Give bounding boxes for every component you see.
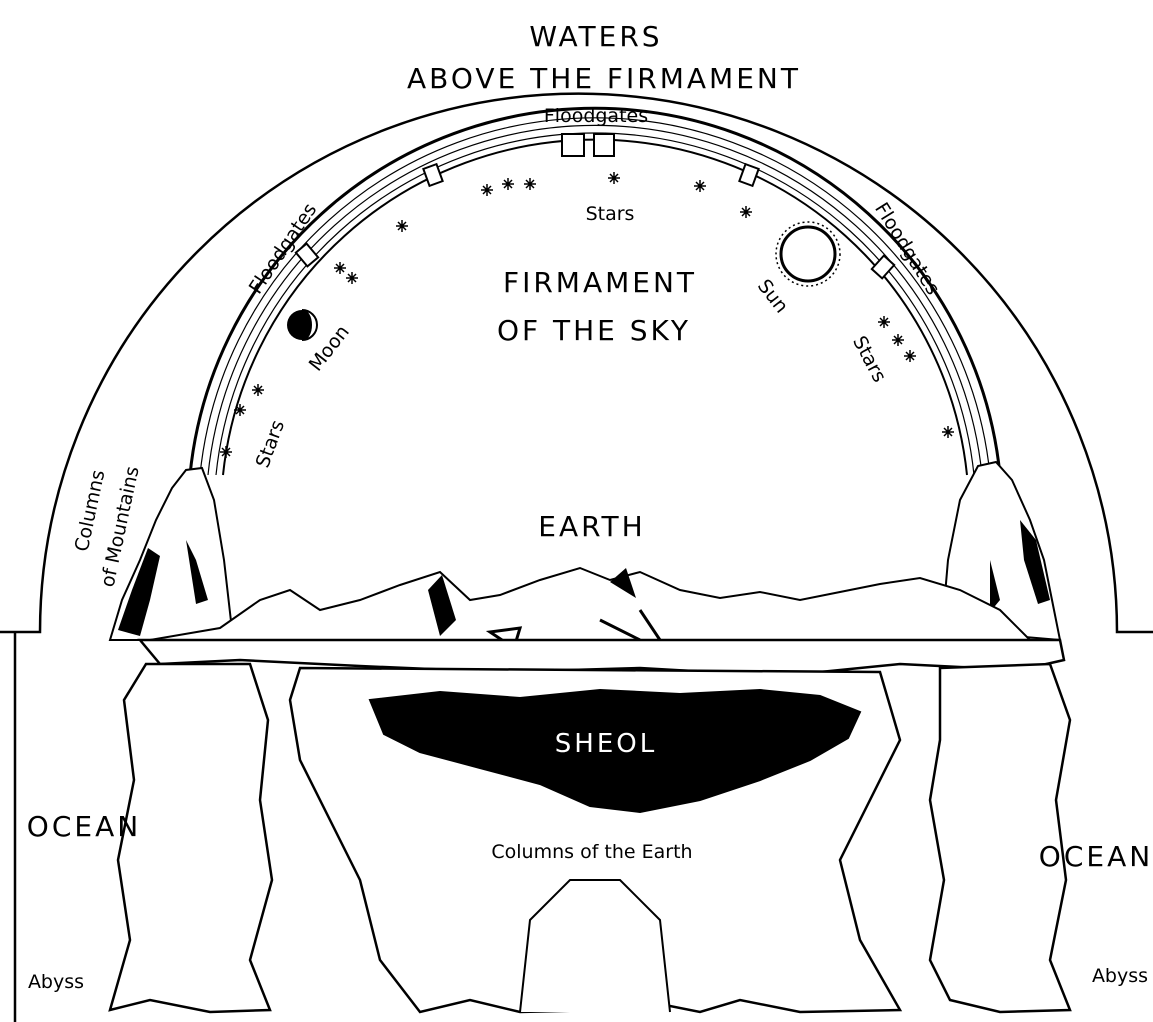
- floodgate-right-1: [739, 164, 758, 186]
- star-icon: [608, 172, 620, 184]
- star-icon: [524, 178, 536, 190]
- floodgate-right-2: [872, 256, 894, 279]
- stars-label-left: Stars: [252, 417, 289, 470]
- star-icon: [346, 272, 358, 284]
- star-icon: [252, 384, 264, 396]
- star-icon: [878, 316, 890, 328]
- moon-icon: [287, 310, 317, 340]
- star-icon: [892, 334, 904, 346]
- abyss-label-right: Abyss: [1092, 965, 1148, 987]
- floodgate-top-2: [594, 134, 614, 156]
- waters-label-line1: WATERS: [529, 20, 662, 53]
- firmament-label-line2: OF THE SKY: [497, 314, 691, 347]
- star-icon: [694, 180, 706, 192]
- floodgate-left-2: [296, 244, 318, 267]
- column-right: [930, 664, 1070, 1012]
- earth-surface: [150, 568, 1030, 648]
- floodgates-label-right: Floodgates: [870, 199, 944, 299]
- star-icon: [334, 262, 346, 274]
- sun-icon: [776, 222, 840, 286]
- waters-label-line2: ABOVE THE FIRMAMENT: [407, 62, 801, 95]
- columns-of-earth-label: Columns of the Earth: [491, 841, 692, 863]
- star-icon: [740, 206, 752, 218]
- star-icon: [481, 184, 493, 196]
- columns-of-mountains-label-line1: Columns: [71, 468, 110, 553]
- stars-label-top: Stars: [586, 203, 635, 225]
- firmament-label-line1: FIRMAMENT: [503, 266, 697, 299]
- sheol-label: SHEOL: [555, 729, 657, 759]
- star-icon: [396, 220, 408, 232]
- floodgate-left-1: [423, 164, 442, 186]
- floodgate-top: [562, 134, 584, 156]
- sun-label: Sun: [753, 275, 793, 317]
- abyss-label-left: Abyss: [28, 971, 84, 993]
- star-icon: [942, 426, 954, 438]
- ocean-label-left: OCEAN: [27, 810, 141, 843]
- star-icon: [904, 350, 916, 362]
- ocean-label-right: OCEAN: [1039, 840, 1153, 873]
- stars-label-right: Stars: [848, 332, 890, 385]
- earth-label: EARTH: [538, 510, 645, 543]
- star-icon: [220, 446, 232, 458]
- star-icon: [502, 178, 514, 190]
- floodgates-label-top: Floodgates: [544, 105, 648, 127]
